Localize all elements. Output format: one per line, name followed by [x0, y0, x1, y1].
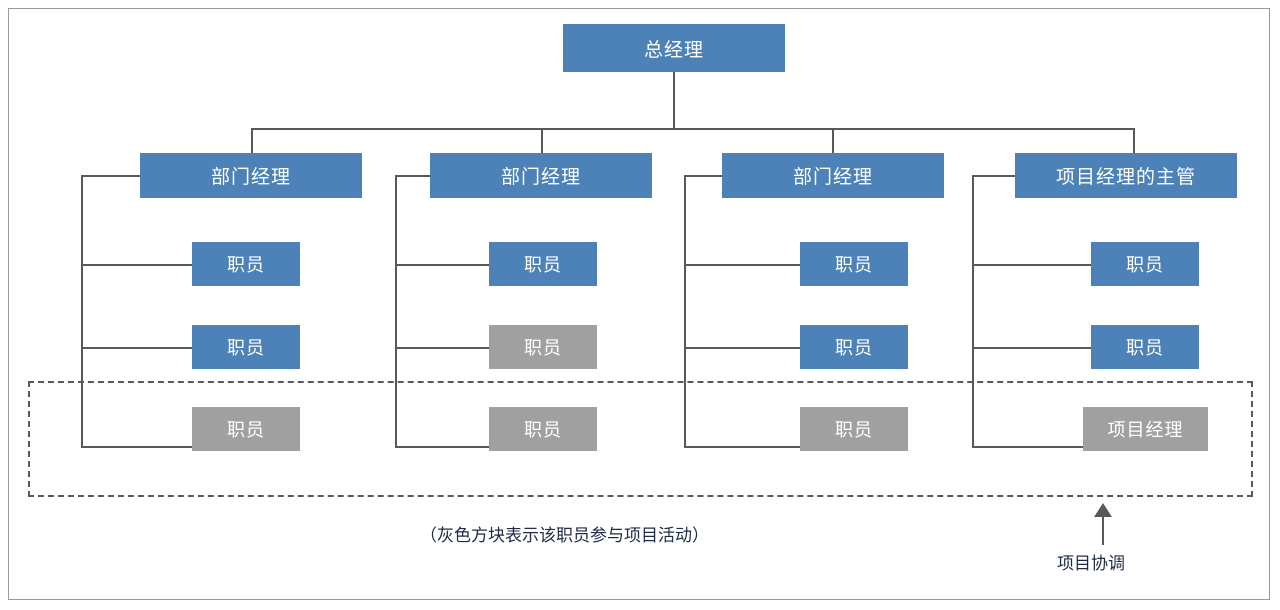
col-2-branch-manager [395, 175, 431, 177]
node-label: 职员 [524, 255, 562, 275]
root-drop-line [673, 72, 675, 129]
col-2-branch-member-3 [395, 446, 490, 448]
col-1-spine [81, 175, 83, 447]
node-label: 职员 [524, 420, 562, 440]
node-label: 职员 [524, 338, 562, 358]
node-staff-1-3[interactable]: 职员 [192, 407, 300, 451]
node-label: 职员 [835, 420, 873, 440]
node-label: 部门经理 [500, 167, 581, 188]
col-3-spine [684, 175, 686, 447]
node-label: 部门经理 [210, 167, 291, 188]
node-staff-3-1[interactable]: 职员 [800, 242, 908, 286]
col-3-branch-member-3 [684, 446, 801, 448]
node-staff-2-3[interactable]: 职员 [489, 407, 597, 451]
node-label: 总经理 [643, 39, 704, 61]
col-2-branch-member-2 [395, 347, 490, 349]
node-department-manager-1[interactable]: 部门经理 [140, 153, 362, 198]
col-4-branch-member-3 [972, 446, 1092, 448]
col-1-branch-member-3 [81, 446, 193, 448]
node-label: 项目经理的主管 [1055, 167, 1196, 188]
node-staff-2-1[interactable]: 职员 [489, 242, 597, 286]
node-project-manager[interactable]: 项目经理 [1083, 407, 1208, 451]
legend-caption: （灰色方块表示该职员参与项目活动） [420, 526, 709, 545]
node-staff-4-1[interactable]: 职员 [1091, 242, 1199, 286]
col-3-branch-member-1 [684, 264, 801, 266]
col-1-branch-member-1 [81, 264, 193, 266]
project-coordination-label: 项目协调 [1057, 554, 1125, 573]
bus-drop-line-1 [251, 128, 253, 153]
node-staff-1-2[interactable]: 职员 [192, 325, 300, 369]
node-staff-3-3[interactable]: 职员 [800, 407, 908, 451]
col-3-branch-member-2 [684, 347, 801, 349]
node-label: 职员 [227, 338, 265, 358]
node-label: 项目经理 [1107, 420, 1184, 440]
project-team-boundary [28, 381, 1253, 497]
node-staff-4-2[interactable]: 职员 [1091, 325, 1199, 369]
node-label: 部门经理 [792, 167, 873, 188]
node-staff-3-2[interactable]: 职员 [800, 325, 908, 369]
node-department-manager-3[interactable]: 部门经理 [722, 153, 944, 198]
col-3-branch-manager [684, 175, 723, 177]
col-1-branch-manager [81, 175, 141, 177]
col-2-branch-member-1 [395, 264, 490, 266]
node-label: 职员 [835, 338, 873, 358]
bus-drop-line-3 [832, 128, 834, 153]
node-staff-1-1[interactable]: 职员 [192, 242, 300, 286]
bus-drop-line-2 [541, 128, 543, 153]
col-4-spine [972, 175, 974, 447]
manager-bus-line [252, 128, 1135, 130]
node-label: 职员 [1126, 338, 1164, 358]
bus-drop-line-4 [1133, 128, 1135, 153]
col-4-branch-manager [972, 175, 1016, 177]
node-label: 职员 [835, 255, 873, 275]
node-label: 职员 [227, 255, 265, 275]
col-1-branch-member-2 [81, 347, 193, 349]
node-department-manager-2[interactable]: 部门经理 [430, 153, 652, 198]
node-staff-2-2[interactable]: 职员 [489, 325, 597, 369]
col-4-branch-member-1 [972, 264, 1092, 266]
node-general-manager[interactable]: 总经理 [563, 24, 785, 72]
up-arrow-icon [1093, 503, 1113, 545]
node-project-manager-supervisor[interactable]: 项目经理的主管 [1015, 153, 1237, 198]
node-label: 职员 [1126, 255, 1164, 275]
col-2-spine [395, 175, 397, 447]
diagram-frame [8, 8, 1270, 600]
col-4-branch-member-2 [972, 347, 1092, 349]
node-label: 职员 [227, 420, 265, 440]
